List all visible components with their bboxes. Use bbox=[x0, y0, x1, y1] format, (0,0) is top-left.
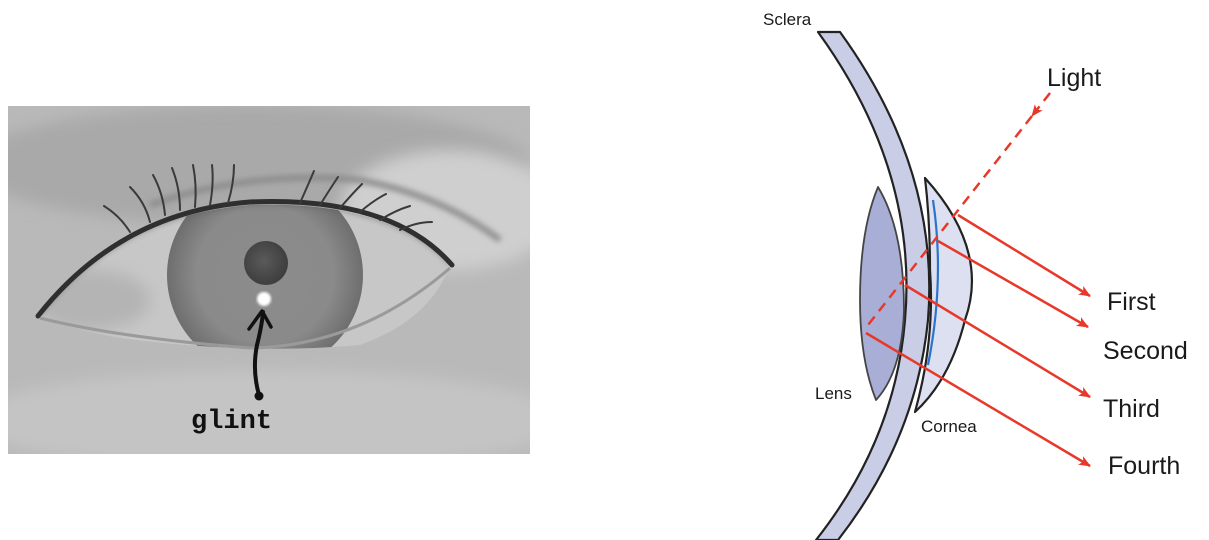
label-cornea: Cornea bbox=[921, 417, 977, 436]
label-light: Light bbox=[1047, 64, 1101, 92]
incident-light-arrow bbox=[1032, 93, 1050, 116]
label-first: First bbox=[1107, 288, 1156, 316]
label-lens: Lens bbox=[815, 384, 852, 403]
reflection-ray-first bbox=[958, 215, 1090, 296]
label-third: Third bbox=[1103, 395, 1160, 423]
reflection-diagram: Sclera Light Lens Cornea First Second Th… bbox=[763, 10, 1188, 540]
eye-photo: glint bbox=[0, 105, 570, 470]
label-second: Second bbox=[1103, 337, 1188, 365]
label-fourth: Fourth bbox=[1108, 452, 1180, 480]
glint-label: glint bbox=[191, 407, 272, 437]
pupil bbox=[244, 241, 288, 285]
corneal-glint-core bbox=[261, 296, 268, 303]
label-sclera: Sclera bbox=[763, 10, 812, 29]
